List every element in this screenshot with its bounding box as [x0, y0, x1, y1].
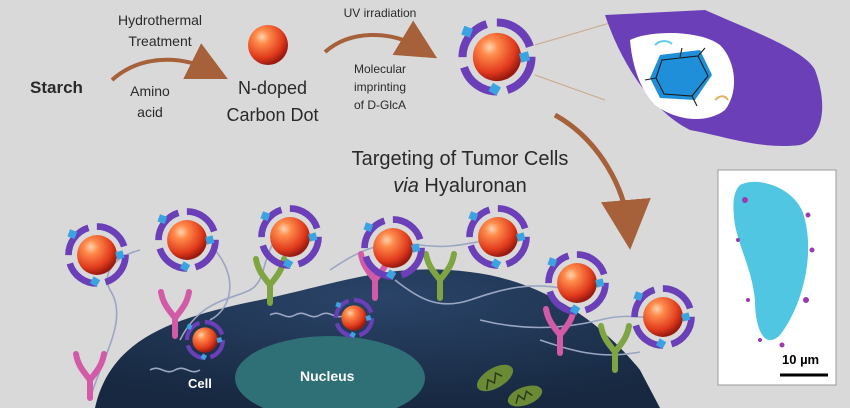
cell-label: Cell — [188, 376, 212, 391]
imprinting-label: imprinting — [353, 80, 407, 94]
hyaluronan-text: Hyaluronan — [418, 175, 527, 197]
molecular-label: Molecular — [353, 62, 407, 76]
via-text: via — [393, 175, 419, 197]
imprint-cavity-zoom — [605, 10, 823, 147]
uv-irradiation-label: UV irradiation — [343, 6, 417, 20]
fluorescence-micrograph — [717, 169, 837, 386]
acid-label: acid — [137, 104, 163, 120]
imprinted-carbon-dot — [461, 23, 531, 96]
via-hyaluronan-label: via Hyaluronan — [315, 175, 605, 198]
amino-label: Amino — [130, 83, 170, 99]
synthesis-arrow-2 — [323, 20, 438, 59]
ndoped-label: N-doped — [237, 78, 308, 98]
synthesis-arrow-1 — [110, 43, 228, 82]
targeting-arrow — [553, 112, 651, 250]
targeting-label: Targeting of Tumor Cells — [351, 148, 569, 170]
plain-carbon-dot — [248, 25, 288, 65]
dglca-label: of D-GlcA — [353, 98, 406, 112]
mitochondria-icon — [476, 364, 543, 407]
scale-bar-label: 10 µm — [782, 352, 820, 367]
carbon-dot-label: Carbon Dot — [226, 105, 319, 125]
glca-structure — [644, 47, 709, 107]
treatment-label: Treatment — [128, 33, 192, 49]
nucleus-label: Nucleus — [300, 368, 355, 384]
starch-label: Starch — [30, 78, 83, 97]
hydrothermal-label: Hydrothermal — [117, 12, 203, 28]
nucleus-shape — [235, 336, 425, 408]
